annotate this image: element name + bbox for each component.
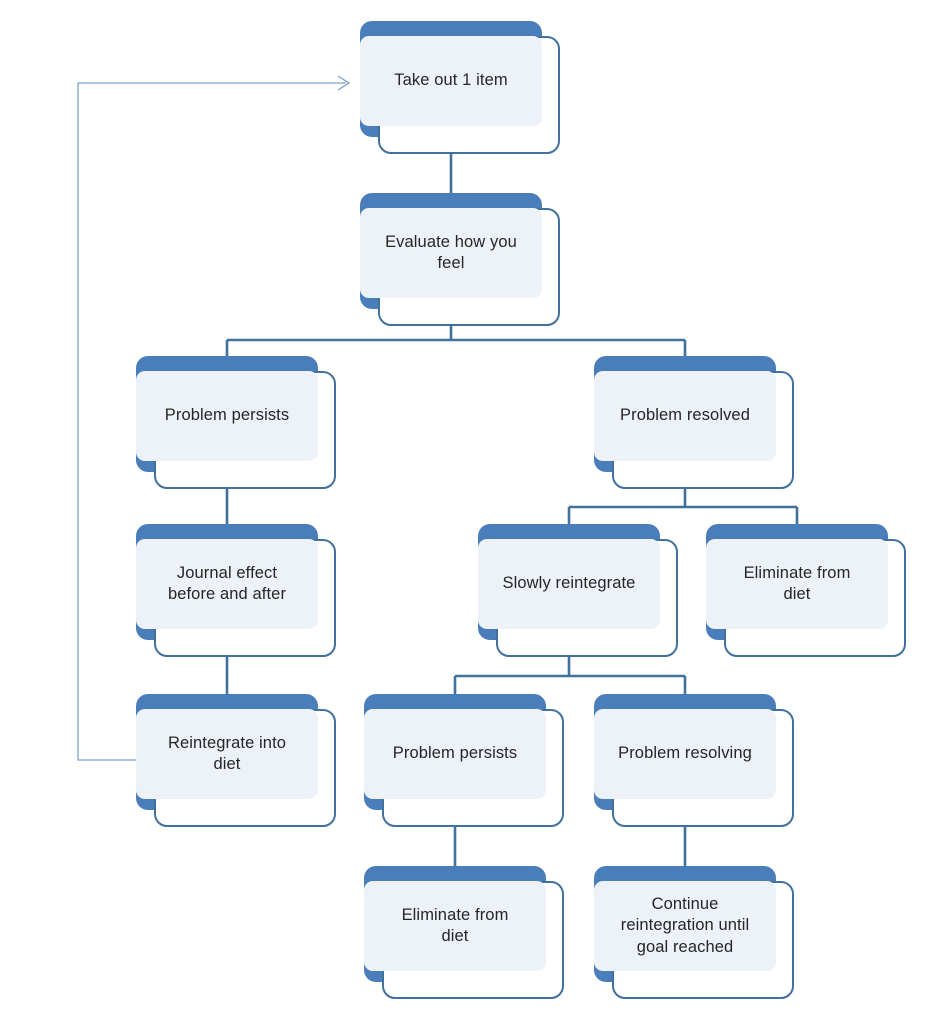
node-problem-persists-left[interactable]: Problem persists: [136, 356, 336, 489]
node-label: Take out 1 item: [394, 71, 508, 90]
node-text-panel: Reintegrate into diet: [136, 709, 318, 799]
node-reintegrate-into-diet[interactable]: Reintegrate into diet: [136, 694, 336, 827]
node-text-panel: Problem resolved: [594, 371, 776, 461]
node-text-panel: Continue reintegration until goal reache…: [594, 881, 776, 971]
node-problem-resolving[interactable]: Problem resolving: [594, 694, 794, 827]
node-text-panel: Problem persists: [136, 371, 318, 461]
node-text-panel: Take out 1 item: [360, 36, 542, 126]
node-label: Evaluate how you feel: [385, 232, 517, 272]
node-slowly-reintegrate[interactable]: Slowly reintegrate: [478, 524, 678, 657]
node-label: Eliminate from diet: [743, 563, 851, 603]
node-label: Problem resolving: [618, 744, 752, 763]
node-label: Slowly reintegrate: [502, 574, 636, 593]
node-eliminate-from-diet-bottom[interactable]: Eliminate from diet: [364, 866, 564, 999]
feedback-arrow-head-icon: [337, 75, 351, 91]
node-text-panel: Evaluate how you feel: [360, 208, 542, 298]
node-label: Journal effect before and after: [167, 563, 287, 603]
node-take-out-item[interactable]: Take out 1 item: [360, 21, 560, 154]
node-label: Problem persists: [392, 744, 518, 763]
node-label: Problem persists: [164, 406, 290, 425]
node-text-panel: Eliminate from diet: [706, 539, 888, 629]
node-continue-reintegration[interactable]: Continue reintegration until goal reache…: [594, 866, 794, 999]
node-label: Continue reintegration until goal reache…: [620, 895, 750, 956]
node-eliminate-from-diet-right[interactable]: Eliminate from diet: [706, 524, 906, 657]
node-problem-persists-mid[interactable]: Problem persists: [364, 694, 564, 827]
node-problem-resolved[interactable]: Problem resolved: [594, 356, 794, 489]
node-journal-effect[interactable]: Journal effect before and after: [136, 524, 336, 657]
node-text-panel: Slowly reintegrate: [478, 539, 660, 629]
node-label: Eliminate from diet: [401, 905, 509, 945]
node-label: Reintegrate into diet: [167, 733, 287, 773]
node-text-panel: Journal effect before and after: [136, 539, 318, 629]
node-text-panel: Eliminate from diet: [364, 881, 546, 971]
node-evaluate-how-you-feel[interactable]: Evaluate how you feel: [360, 193, 560, 326]
node-label: Problem resolved: [620, 406, 750, 425]
node-text-panel: Problem persists: [364, 709, 546, 799]
node-text-panel: Problem resolving: [594, 709, 776, 799]
